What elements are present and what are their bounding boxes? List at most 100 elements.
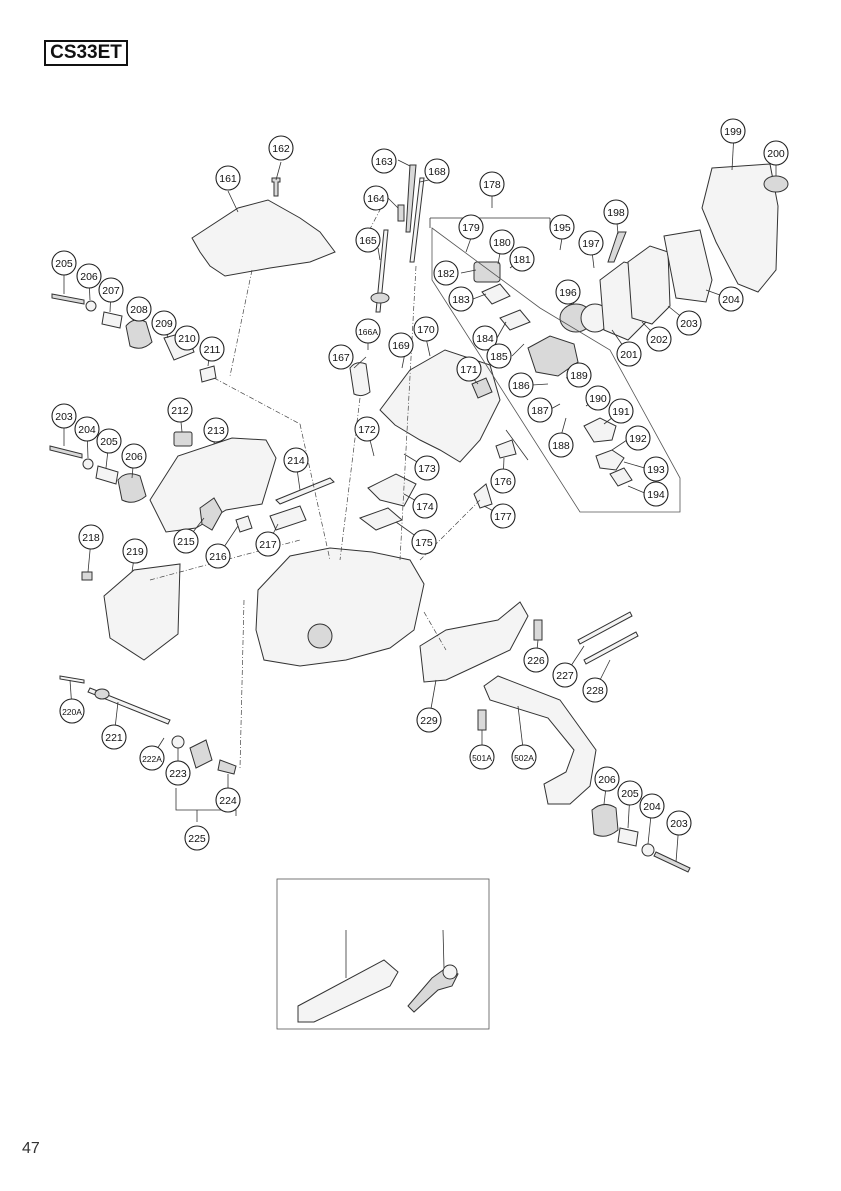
callout-209: 209 (151, 310, 177, 336)
callout-label: 190 (589, 393, 607, 405)
callout-220A: 220A (59, 698, 85, 724)
long-bolt-2-part (607, 231, 627, 263)
callout-162: 162 (268, 135, 294, 161)
callout-label: 204 (722, 294, 740, 306)
long-bolt-part (405, 164, 417, 233)
wire-226-part (583, 631, 639, 665)
callout-label: 224 (219, 795, 237, 807)
callout-211: 211 (199, 336, 225, 362)
accessory-kit-box (276, 878, 490, 1030)
damper-left-part (125, 319, 153, 349)
cable-part (59, 675, 85, 684)
grommet-219-part (94, 688, 110, 700)
callout-183: 183 (448, 286, 474, 312)
callout-203-2: 203 (51, 403, 77, 429)
wire-225-part (577, 611, 633, 645)
callout-label: 502A (514, 753, 534, 763)
callout-label: 192 (629, 433, 647, 445)
callout-205: 205 (51, 250, 77, 276)
callout-label: 195 (553, 222, 571, 234)
callout-label: 182 (437, 268, 455, 280)
callout-label: 173 (418, 463, 436, 475)
callout-199: 199 (720, 118, 746, 144)
callout-215: 215 (173, 528, 199, 554)
callout-label: 225 (188, 833, 206, 845)
callout-219: 219 (122, 538, 148, 564)
callout-227: 227 (552, 662, 578, 688)
callout-label: 185 (490, 351, 508, 363)
callout-label: 174 (416, 501, 434, 513)
callout-205-3: 205 (617, 780, 643, 806)
callout-181: 181 (509, 246, 535, 272)
callout-label: 179 (462, 222, 480, 234)
callout-label: 167 (332, 352, 350, 364)
callout-label: 171 (460, 364, 478, 376)
callout-168: 168 (424, 158, 450, 184)
callout-190: 190 (585, 385, 611, 411)
callout-165: 165 (355, 227, 381, 253)
washer-left-part (85, 300, 97, 312)
callout-label: 216 (209, 551, 227, 563)
callout-label: 169 (392, 340, 410, 352)
callout-label: 221 (105, 732, 123, 744)
callout-label: 215 (177, 536, 195, 548)
callout-label: 211 (204, 344, 221, 356)
callout-label: 205 (55, 258, 73, 270)
callout-label: 208 (130, 304, 148, 316)
callout-163: 163 (371, 148, 397, 174)
callout-label: 214 (287, 455, 305, 467)
callout-173: 173 (414, 455, 440, 481)
callout-502A: 502A (511, 744, 537, 770)
screw-part (271, 177, 281, 197)
callout-196: 196 (555, 279, 581, 305)
carb-cap-part (595, 449, 625, 471)
collar-left-2-part (95, 465, 119, 485)
callout-label: 229 (420, 715, 438, 727)
carb-diaphragm-part (499, 309, 531, 331)
callout-label: 194 (647, 489, 665, 501)
callout-label: 184 (476, 333, 494, 345)
callout-label: 222A (142, 754, 162, 764)
callout-label: 189 (570, 370, 588, 382)
muffler-cover-part (379, 349, 501, 463)
callout-203-3: 203 (666, 810, 692, 836)
carb-cover-part (583, 417, 617, 443)
bolt-222a-part (217, 759, 237, 775)
callout-218: 218 (78, 524, 104, 550)
callout-176: 176 (490, 468, 516, 494)
callout-221: 221 (101, 724, 127, 750)
bolt-left-2-part (49, 445, 83, 459)
callout-203: 203 (676, 310, 702, 336)
washer-right-part (641, 843, 655, 857)
callout-label: 198 (607, 207, 625, 219)
crankcase-bearing-part (307, 623, 333, 649)
callout-174: 174 (412, 493, 438, 519)
collar-left-part (101, 311, 123, 329)
callout-label: 197 (582, 238, 600, 250)
handle-grip-part (419, 601, 529, 683)
callout-label: 228 (586, 685, 604, 697)
combination-wrench-part (407, 967, 459, 1013)
callout-217: 217 (255, 531, 281, 557)
callout-205-2: 205 (96, 428, 122, 454)
callout-178: 178 (479, 171, 505, 197)
carb-plate-part (481, 283, 511, 305)
callout-198: 198 (603, 199, 629, 225)
callout-label: 199 (724, 126, 742, 138)
washer-left-2-part (82, 458, 94, 470)
bolt-left-part (51, 293, 85, 305)
callout-208: 208 (126, 296, 152, 322)
callout-206-3: 206 (594, 766, 620, 792)
rod-part (409, 177, 425, 263)
screw-228-part (477, 709, 487, 731)
callout-210: 210 (174, 325, 200, 351)
callout-label: 166A (358, 327, 378, 337)
spring-part (235, 515, 253, 533)
callout-label: 219 (126, 546, 144, 558)
carb-block-part (473, 261, 501, 283)
carburetor-part (527, 335, 579, 377)
long-screw-part (375, 229, 389, 313)
bracket-part (473, 483, 493, 509)
plate-part (495, 439, 517, 459)
